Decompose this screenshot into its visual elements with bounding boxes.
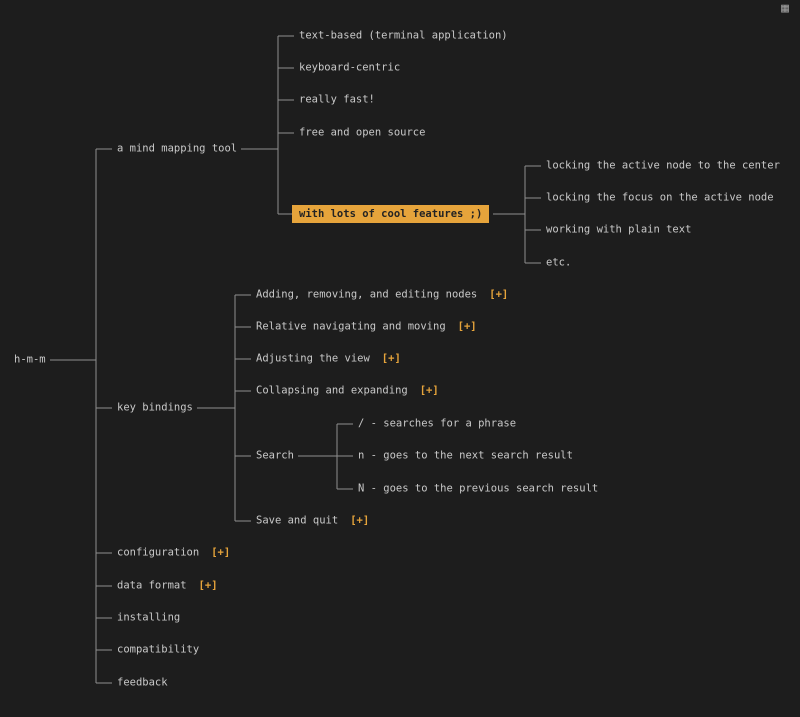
node-label: key bindings <box>117 401 193 414</box>
node-label: installing <box>117 611 181 624</box>
node-kbview[interactable]: Adjusting the view [+] <box>256 352 401 367</box>
node-kbcollapse[interactable]: Collapsing and expanding [+] <box>256 384 439 399</box>
node-label: feedback <box>117 676 168 689</box>
node-keys[interactable]: key bindings <box>117 401 193 416</box>
node-label: with lots of cool features ;) <box>299 207 483 220</box>
node-label: Collapsing and expanding <box>256 384 408 397</box>
node-lockcenter[interactable]: locking the active node to the center <box>546 159 780 174</box>
node-label: a mind mapping tool <box>117 142 238 155</box>
node-label: free and open source <box>299 126 426 139</box>
node-kbnav[interactable]: Relative navigating and moving [+] <box>256 320 477 335</box>
node-label: n - goes to the next search result <box>358 449 573 462</box>
node-label: configuration <box>117 546 200 559</box>
node-kbsave[interactable]: Save and quit [+] <box>256 514 369 529</box>
node-label: / - searches for a phrase <box>358 417 517 430</box>
node-snext[interactable]: n - goes to the next search result <box>358 449 573 464</box>
node-textbased[interactable]: text-based (terminal application) <box>299 29 508 44</box>
node-features[interactable]: with lots of cool features ;) <box>292 205 490 223</box>
collapsed-indicator: [+] <box>381 352 401 365</box>
node-root[interactable]: h-m-m <box>14 353 46 368</box>
node-label: locking the active node to the center <box>546 159 780 172</box>
node-foss[interactable]: free and open source <box>299 126 425 141</box>
node-label: text-based (terminal application) <box>299 29 508 42</box>
node-label: working with plain text <box>546 223 692 236</box>
node-label: really fast! <box>299 93 375 106</box>
node-label: Adjusting the view <box>256 352 370 365</box>
collapsed-indicator: [+] <box>489 288 509 301</box>
node-tool[interactable]: a mind mapping tool <box>117 142 237 157</box>
node-config[interactable]: configuration [+] <box>117 546 230 561</box>
node-sslash[interactable]: / - searches for a phrase <box>358 417 516 432</box>
node-label: locking the focus on the active node <box>546 191 774 204</box>
node-dataformat[interactable]: data format [+] <box>117 579 218 594</box>
node-kbedit[interactable]: Adding, removing, and editing nodes [+] <box>256 288 508 303</box>
node-label: N - goes to the previous search result <box>358 482 599 495</box>
node-plaintext[interactable]: working with plain text <box>546 223 691 238</box>
node-etc[interactable]: etc. <box>546 256 571 271</box>
node-label: keyboard-centric <box>299 61 401 74</box>
node-label: Search <box>256 449 294 462</box>
node-kbcentric[interactable]: keyboard-centric <box>299 61 400 76</box>
collapsed-indicator: [+] <box>211 546 231 559</box>
node-sprev[interactable]: N - goes to the previous search result <box>358 482 598 497</box>
collapsed-indicator: [+] <box>198 579 218 592</box>
node-compat[interactable]: compatibility <box>117 643 199 658</box>
node-label: data format <box>117 579 187 592</box>
collapsed-indicator: [+] <box>419 384 439 397</box>
node-installing[interactable]: installing <box>117 611 180 626</box>
node-label: Relative navigating and moving <box>256 320 446 333</box>
node-fast[interactable]: really fast! <box>299 93 375 108</box>
node-kbsearch[interactable]: Search <box>256 449 294 464</box>
node-feedback[interactable]: feedback <box>117 676 168 691</box>
node-label: etc. <box>546 256 572 269</box>
grid-icon: ▦ <box>781 1 789 16</box>
node-label: Save and quit <box>256 514 339 527</box>
node-lockfocus[interactable]: locking the focus on the active node <box>546 191 774 206</box>
node-label: compatibility <box>117 643 200 656</box>
collapsed-indicator: [+] <box>350 514 370 527</box>
node-label: Adding, removing, and editing nodes <box>256 288 478 301</box>
collapsed-indicator: [+] <box>457 320 477 333</box>
node-label: h-m-m <box>14 353 46 366</box>
